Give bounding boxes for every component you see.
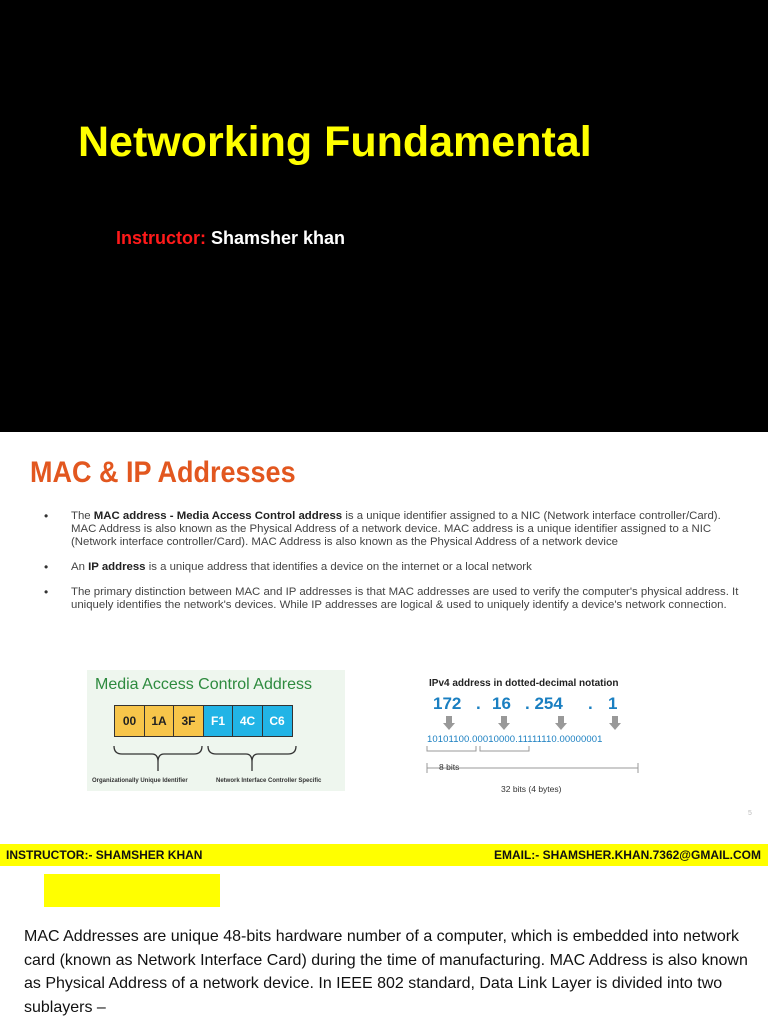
highlight-block [44,874,220,907]
instructor-label: Instructor: [116,228,206,248]
mac-octet: F1 [202,705,234,737]
page-number: 5 [748,810,752,817]
title-slide: Networking Fundamental Instructor: Shams… [0,0,768,432]
body-paragraph: MAC Addresses are unique 48-bits hardwar… [24,928,748,1016]
thirty-two-bits-label: 32 bits (4 bytes) [501,784,562,794]
mac-address-figure: Media Access Control Address 00 1A 3F F1… [87,670,345,791]
mac-octet: 3F [173,705,204,737]
oui-label: Organizationally Unique Identifier [92,778,188,784]
ipv4-octet: 172 [433,694,462,713]
footer-email: EMAIL:- SHAMSHER.KHAN.7362@GMAIL.COM [493,848,761,862]
mac-octet: 1A [143,705,175,737]
ipv4-binary: 10101100.00010000.11111110.00000001 [427,734,603,745]
instructor-name: Shamsher khan [206,228,346,248]
bullet-mac: The MAC address - Media Access Control a… [44,510,744,549]
arrow-down-icon [498,716,510,730]
eight-bits-label: 8 bits [439,762,460,772]
bullet-list: The MAC address - Media Access Control a… [44,510,744,624]
mac-ip-slide: MAC & IP Addresses The MAC address - Med… [0,432,768,844]
ipv4-figure-title: IPv4 address in dotted-decimal notation [429,678,619,689]
mac-octet: C6 [261,705,293,737]
oui-brace-icon [113,745,203,771]
ipv4-octet: 1 [608,694,618,713]
bullet-distinction: The primary distinction between MAC and … [44,586,744,612]
slide-title: Networking Fundamental [78,118,592,166]
ipv4-dot: . [476,694,481,713]
ipv4-octet: . 254 [525,694,563,713]
footer-band: INSTRUCTOR:- SHAMSHER KHAN EMAIL:- SHAMS… [0,844,768,866]
arrow-down-icon [443,716,455,730]
mac-figure-title: Media Access Control Address [95,676,312,693]
ipv4-octet: 16 [492,694,511,713]
instructor-line: Instructor: Shamsher khan [116,228,345,249]
nic-label: Network Interface Controller Specific [216,778,322,784]
footer-instructor: INSTRUCTOR:- SHAMSHER KHAN [6,848,203,862]
ipv4-dot: . [588,694,593,713]
arrow-down-icon [555,716,567,730]
arrow-down-icon [609,716,621,730]
nic-brace-icon [207,745,297,771]
bullet-ip: An IP address is a unique address that i… [44,561,744,574]
mac-octet: 00 [114,705,145,737]
mac-octet: 4C [232,705,263,737]
mac-octets: 00 1A 3F F1 4C C6 [114,705,293,737]
bit-brackets [426,746,639,773]
slide-heading: MAC & IP Addresses [30,456,296,489]
